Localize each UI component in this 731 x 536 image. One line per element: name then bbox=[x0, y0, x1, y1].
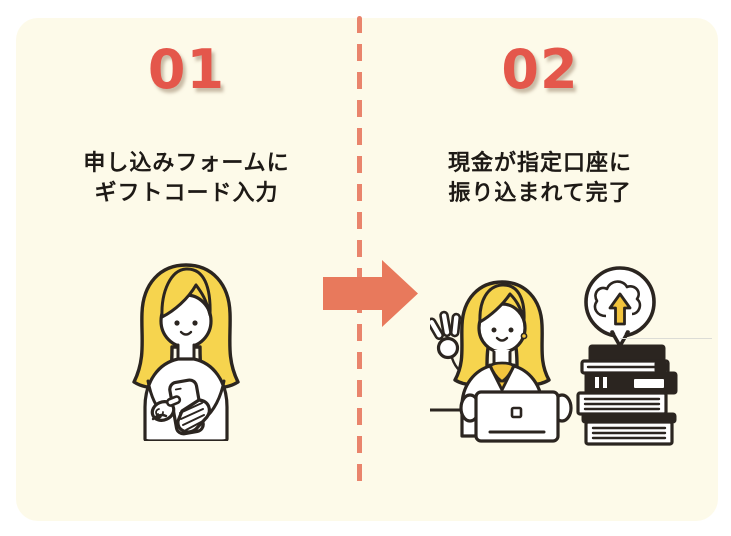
woman-at-laptop-and-books-illustration bbox=[430, 266, 678, 446]
step-2-caption-line-2: 振り込まれて完了 bbox=[448, 181, 632, 206]
next-step-arrow-icon bbox=[323, 260, 418, 327]
step-2-caption-line-1: 現金が指定口座に bbox=[447, 151, 632, 176]
step-2-caption: 現金が指定口座に 振り込まれて完了 bbox=[362, 149, 718, 209]
woman-with-phone-illustration bbox=[132, 263, 240, 441]
step-1-caption: 申し込みフォームに ギフトコード入力 bbox=[16, 149, 357, 209]
cloud-upload-bubble bbox=[584, 266, 656, 348]
tapping-hand bbox=[150, 395, 182, 422]
laptop bbox=[459, 390, 573, 443]
holding-hand bbox=[176, 398, 211, 434]
faint-horizontal-line bbox=[620, 338, 712, 339]
step-2-number: 02 bbox=[501, 38, 579, 101]
woman2-face bbox=[477, 283, 528, 354]
step-1-caption-line-2: ギフトコード入力 bbox=[94, 181, 279, 206]
book-stack bbox=[576, 344, 678, 446]
step-1-number: 01 bbox=[147, 38, 226, 101]
step-1-caption-line-1: 申し込みフォームに bbox=[83, 151, 290, 176]
woman-face bbox=[159, 267, 213, 349]
dashed-divider bbox=[357, 16, 362, 489]
